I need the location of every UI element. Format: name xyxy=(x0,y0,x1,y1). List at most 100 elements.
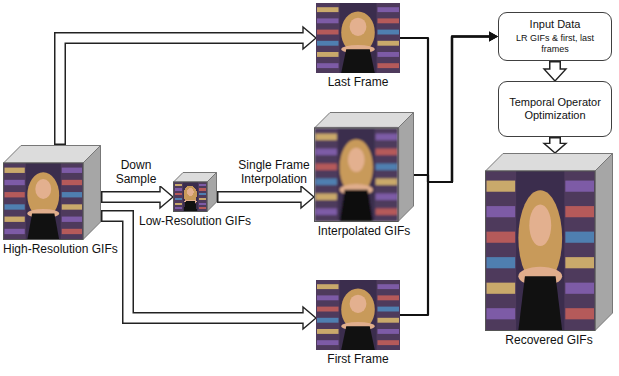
process-box: Temporal Operator Optimization xyxy=(498,81,612,137)
dress xyxy=(341,326,375,350)
book-row xyxy=(62,229,82,234)
book-row xyxy=(565,206,594,217)
arrow-fill xyxy=(60,38,305,144)
connector-arrow xyxy=(101,216,316,329)
picture-background xyxy=(4,163,84,240)
book-row xyxy=(487,257,516,268)
picture-background xyxy=(315,128,399,222)
book-row xyxy=(62,168,82,173)
arrow-fill xyxy=(551,63,560,72)
book-row xyxy=(377,307,399,312)
book-row xyxy=(5,180,25,185)
bookshelf xyxy=(174,182,183,212)
book-row xyxy=(317,18,339,23)
arrow-outline xyxy=(60,38,303,145)
book-row xyxy=(487,232,516,243)
book-row xyxy=(175,198,182,200)
book-row xyxy=(62,204,82,209)
book-row xyxy=(317,307,339,312)
face xyxy=(529,204,551,245)
gif-volume: High-Resolution GIFs xyxy=(3,145,101,240)
gif-volume: Recovered GIFs xyxy=(485,153,613,331)
gif-frame-picture xyxy=(315,128,399,222)
book-row xyxy=(317,329,339,334)
book-row xyxy=(199,188,206,190)
hair xyxy=(341,11,375,53)
picture-background xyxy=(316,3,400,73)
dress xyxy=(27,213,59,239)
book-row xyxy=(487,283,516,294)
book-row xyxy=(377,52,399,57)
node-caption: Recovered GIFs xyxy=(505,333,592,347)
hair xyxy=(518,190,562,286)
connector-arrow xyxy=(400,32,498,183)
edge-label: Down Sample xyxy=(106,158,166,186)
node-caption: First Frame xyxy=(327,352,388,366)
cube-side-face xyxy=(207,173,217,212)
frame-node: Last Frame xyxy=(316,3,400,73)
book-row xyxy=(376,149,397,156)
gif-frame-picture xyxy=(316,280,400,350)
gif-cube xyxy=(3,145,101,240)
book-row xyxy=(316,208,337,215)
gif-frame-picture xyxy=(486,171,596,331)
book-row xyxy=(317,63,339,68)
cube-side-face xyxy=(83,146,101,240)
picture-background xyxy=(486,171,596,331)
book-row xyxy=(377,18,399,23)
book-row xyxy=(565,232,594,243)
book-row xyxy=(5,217,25,222)
hair xyxy=(184,186,197,204)
arrow-fill xyxy=(103,216,306,318)
bookshelf xyxy=(316,3,340,73)
book-row xyxy=(377,295,399,300)
connector-arrow xyxy=(544,137,566,153)
cube-side-face xyxy=(595,154,613,331)
book-row xyxy=(565,181,594,192)
book-row xyxy=(175,184,182,186)
book-row xyxy=(199,193,206,195)
connector-arrow xyxy=(101,186,173,208)
gif-frame-picture xyxy=(316,3,400,73)
bookshelf xyxy=(486,171,517,331)
book-row xyxy=(62,180,82,185)
box-heading: Temporal Operator Optimization xyxy=(504,96,606,122)
book-row xyxy=(487,206,516,217)
bookshelf xyxy=(376,280,400,350)
hair xyxy=(340,139,373,195)
cube-front-border xyxy=(315,128,399,222)
arrow-fill xyxy=(219,193,304,202)
arrow-head xyxy=(489,32,498,42)
connector-arrow xyxy=(60,27,316,145)
dress xyxy=(184,201,197,211)
book-row xyxy=(376,193,397,200)
book-row xyxy=(317,284,339,289)
book-row xyxy=(377,30,399,35)
frame-image xyxy=(316,280,400,350)
arrow-head xyxy=(489,32,498,42)
process-box: Input DataLR GIFs & first, last frames xyxy=(498,12,612,61)
bookshelf xyxy=(198,182,207,212)
book-row xyxy=(565,257,594,268)
gif-frame-picture xyxy=(4,163,84,240)
book-row xyxy=(316,178,337,185)
picture-background xyxy=(174,182,208,212)
gif-volume: Low-Resolution GIFs xyxy=(173,172,217,212)
hair xyxy=(341,288,375,330)
book-row xyxy=(199,184,206,186)
book-row xyxy=(376,208,397,215)
bookshelf xyxy=(316,280,340,350)
picture-background xyxy=(316,280,400,350)
bookshelf xyxy=(315,128,338,222)
dress xyxy=(518,276,562,330)
book-row xyxy=(316,134,337,141)
book-row xyxy=(377,41,399,46)
box-heading: Input Data xyxy=(530,18,581,31)
cube-front-border xyxy=(4,163,84,240)
cube-side-face xyxy=(398,113,414,222)
edge-label: Single Frame Interpolation xyxy=(236,158,312,186)
book-row xyxy=(5,204,25,209)
book-row xyxy=(377,7,399,12)
